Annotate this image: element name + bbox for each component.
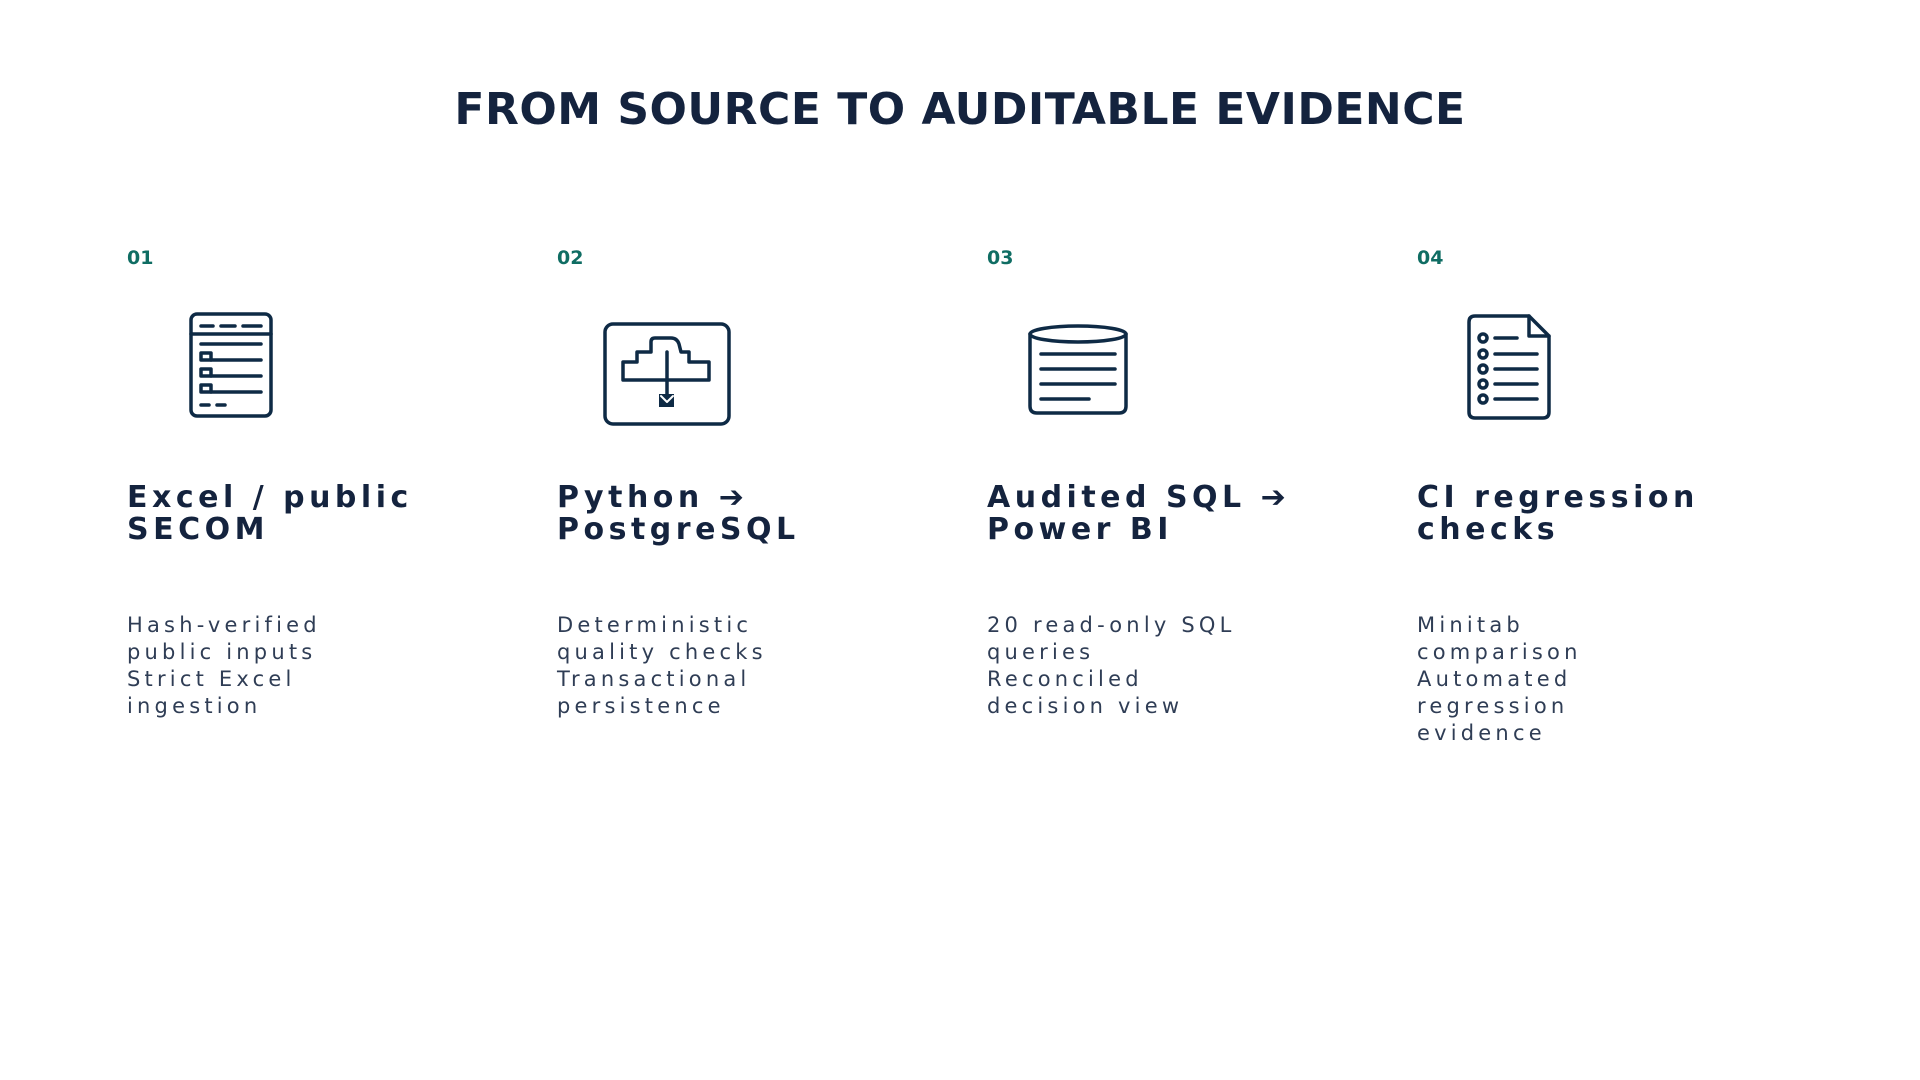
step-number: 03 bbox=[987, 247, 1014, 269]
checklist-document-icon bbox=[1417, 310, 1597, 436]
cloud-pipeline-icon bbox=[557, 310, 737, 436]
spreadsheet-icon bbox=[127, 310, 307, 436]
step-01: 01 Excel / public SECOM Hash-verified pu… bbox=[127, 246, 507, 718]
step-number: 01 bbox=[127, 247, 154, 269]
database-icon bbox=[987, 310, 1167, 436]
step-number: 04 bbox=[1417, 247, 1444, 269]
step-02: 02 Python ➔ PostgreSQL Deterministic qua… bbox=[557, 246, 937, 718]
page-title: FROM SOURCE TO AUDITABLE EVIDENCE bbox=[454, 84, 1466, 135]
step-04: 04 CI regression checks Minitab comparis… bbox=[1417, 246, 1797, 745]
step-description: Hash-verified public inputs Strict Excel… bbox=[127, 613, 321, 718]
step-heading: CI regression checks bbox=[1417, 480, 1699, 547]
step-description: Minitab comparison Automated regression … bbox=[1417, 613, 1582, 745]
step-description: Deterministic quality checks Transaction… bbox=[557, 613, 767, 718]
step-number: 02 bbox=[557, 247, 584, 269]
step-heading: Audited SQL ➔ Power BI bbox=[987, 480, 1291, 547]
step-heading: Excel / public SECOM bbox=[127, 480, 413, 547]
step-03: 03 Audited SQL ➔ Power BI 20 read-only S… bbox=[987, 246, 1367, 718]
step-description: 20 read-only SQL queries Reconciled deci… bbox=[987, 613, 1236, 718]
step-heading: Python ➔ PostgreSQL bbox=[557, 480, 800, 547]
